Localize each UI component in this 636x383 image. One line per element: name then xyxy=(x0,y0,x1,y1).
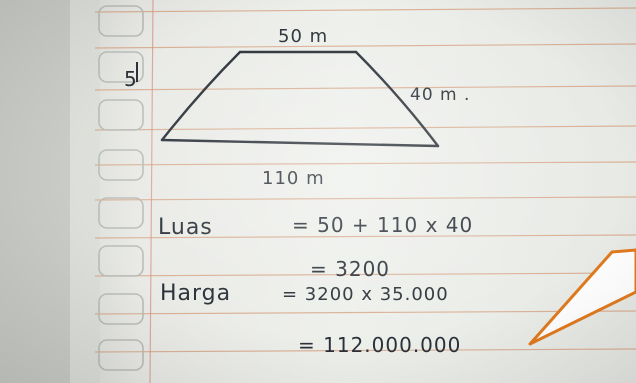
top-length-label: 50 m xyxy=(278,26,328,47)
harga-label: Harga xyxy=(160,281,231,306)
harga-result: = 112.000.000 xyxy=(298,333,461,357)
callout-pointer-icon xyxy=(528,248,636,346)
rule-lines xyxy=(94,7,636,353)
luas-label: Luas xyxy=(158,215,213,240)
height-label: 5 xyxy=(124,67,138,91)
trapezoid-shape xyxy=(160,50,440,148)
harga-equation: = 3200 x 35.000 xyxy=(282,284,449,305)
binder-holes xyxy=(98,5,144,371)
slant-length-label: 40 m . xyxy=(410,85,470,105)
page-shadow xyxy=(0,0,70,383)
speech-callout xyxy=(528,248,636,346)
luas-equation: = 50 + 110 x 40 xyxy=(292,213,473,237)
margin-line xyxy=(149,0,154,383)
luas-result: = 3200 xyxy=(310,257,390,281)
page-margin xyxy=(70,0,100,383)
bottom-length-label: 110 m xyxy=(262,168,325,189)
